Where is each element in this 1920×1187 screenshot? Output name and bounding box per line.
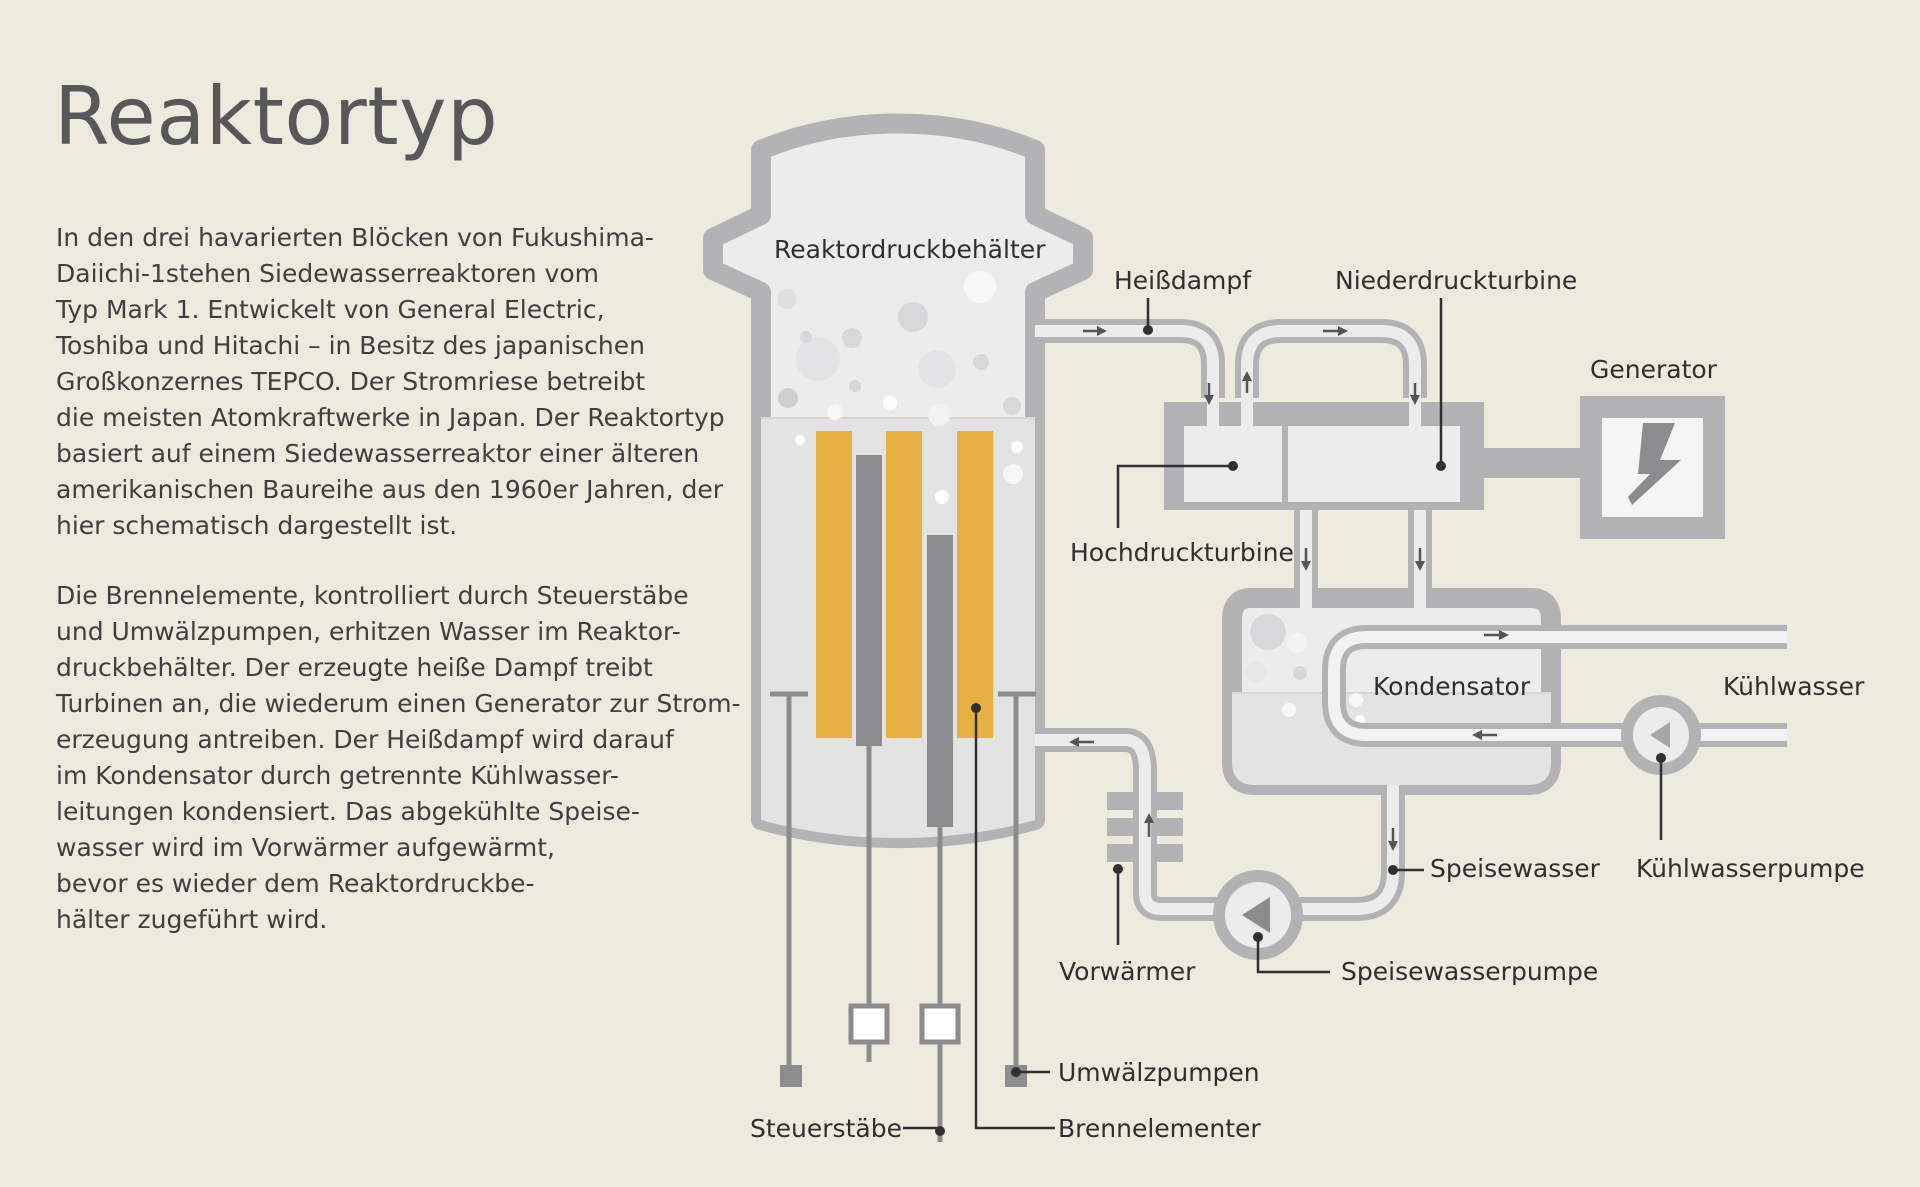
leader-lines [903,298,1663,1130]
flow-arrows [1069,326,1509,851]
label-low-pressure-turbine: Niederdruckturbine [1335,266,1577,295]
lightning-bolt-icon [1628,423,1681,505]
intro-paragraph: In den drei havarierten Blöcken von Fuku… [56,220,725,544]
fuel-elements [816,431,993,738]
text-line: Turbinen an, die wiederum einen Generato… [56,689,741,718]
text-line: und Umwälzpumpen, erhitzen Wasser im Rea… [56,617,681,646]
text-line: wasser wird im Vorwärmer aufgewärmt, [56,833,555,862]
reactor-pressure-vessel [703,113,1093,1142]
label-fuel-elements: Brennelementer [1058,1114,1261,1143]
label-cooling-water-pump: Kühlwasserpumpe [1636,854,1865,883]
diagram-labels: Reaktordruckbehälter Heißdampf Niederdru… [750,235,1865,1143]
label-feedwater-pump: Speisewasserpumpe [1341,957,1598,986]
control-rods [856,455,953,827]
label-condenser: Kondensator [1373,672,1531,701]
triangle-arrow-icon [1242,897,1270,933]
text-line: amerikanischen Baureihe aus den 1960er J… [56,475,724,504]
text-line: hälter zugeführt wird. [56,905,328,934]
text-line: erzeugung antreiben. Der Heißdampf wird … [56,725,674,754]
label-feedwater: Speisewasser [1430,854,1601,883]
generator [1580,396,1725,539]
process-paragraph: Die Brennelemente, kontrolliert durch St… [56,578,741,938]
label-hot-steam: Heißdampf [1114,266,1252,295]
text-line: Großkonzernes TEPCO. Der Stromriese betr… [56,367,646,396]
label-generator: Generator [1590,355,1718,384]
turbine-housing [1164,398,1580,510]
text-line: leitungen kondensiert. Das abgekühlte Sp… [56,797,640,826]
page-title: Reaktortyp [54,70,499,163]
text-line: Toshiba und Hitachi – in Besitz des japa… [56,331,645,360]
label-cooling-water: Kühlwasser [1723,672,1865,701]
text-line: die meisten Atomkraftwerke in Japan. Der… [56,403,725,432]
feedwater-pipe [1035,728,1405,921]
label-preheater: Vorwärmer [1059,957,1196,986]
leader-dots [935,325,1666,1136]
cooling-water-pump [1621,695,1701,775]
label-high-pressure-turbine: Hochdruckturbine [1070,538,1294,567]
text-line: Typ Mark 1. Entwickelt von General Elect… [56,295,605,324]
text-line: im Kondensator durch getrennte Kühlwasse… [56,761,619,790]
label-reactor-vessel: Reaktordruckbehälter [774,235,1046,264]
triangle-arrow-icon [1650,722,1670,748]
label-control-rods: Steuerstäbe [750,1114,902,1143]
cooling-water-pipe [1322,625,1787,747]
label-circulation-pumps: Umwälzpumpen [1058,1058,1260,1087]
preheater [1107,792,1183,862]
text-line: bevor es wieder dem Reaktordruckbe- [56,869,535,898]
text-line: druckbehälter. Der erzeugte heiße Dampf … [56,653,653,682]
steam-bubbles [777,271,1023,504]
text-line: Die Brennelemente, kontrolliert durch St… [56,581,689,610]
steam-pipe [1035,319,1427,398]
text-line: hier schematisch dargestellt ist. [56,511,458,540]
text-line: basiert auf einem Siedewasserreaktor ein… [56,439,700,468]
feedwater-pump [1213,870,1303,960]
text-line: Daiichi-1stehen Siedewasserreaktoren vom [56,259,599,288]
text-line: In den drei havarierten Blöcken von Fuku… [56,223,654,252]
